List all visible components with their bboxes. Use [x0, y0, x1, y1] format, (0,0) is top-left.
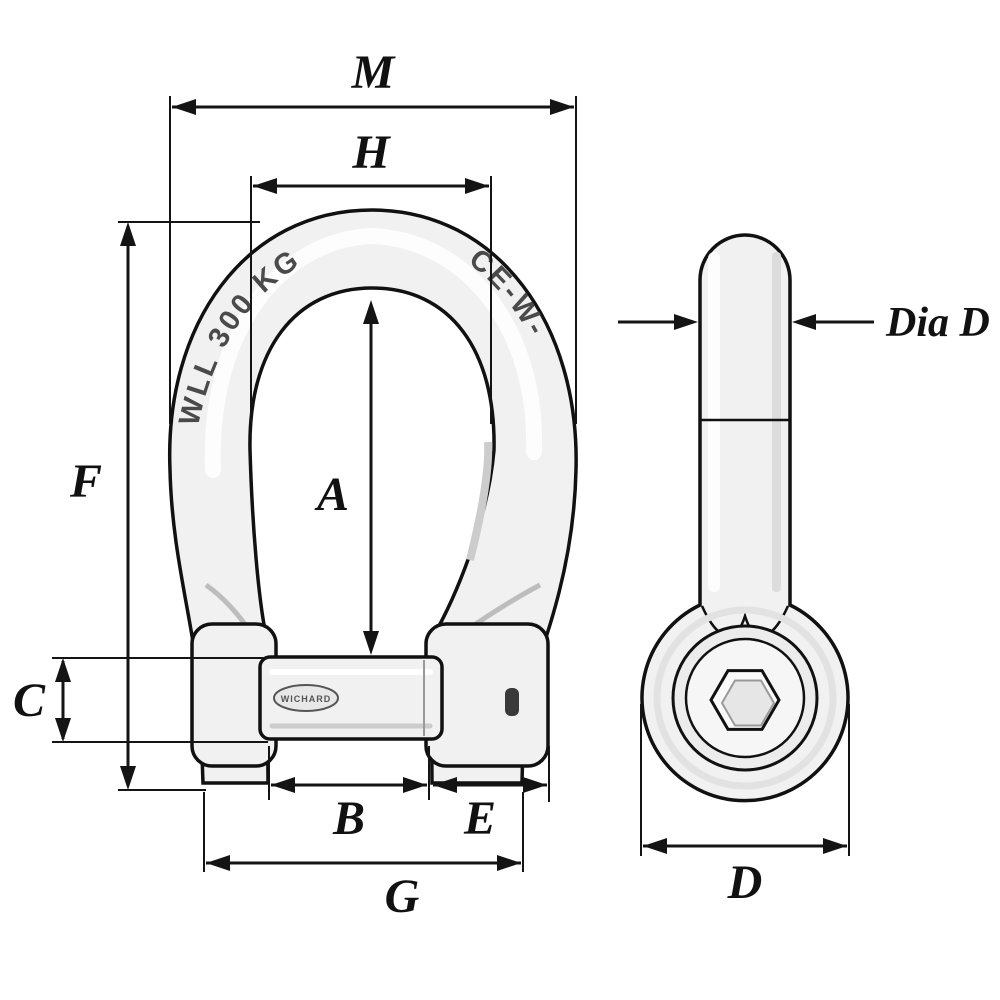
- dim-f-arrow-top: [120, 222, 136, 246]
- dim-label-f: F: [69, 455, 102, 508]
- dim-label-e: E: [463, 792, 496, 845]
- dimension-dia-d: Dia D: [618, 300, 990, 346]
- dim-d-arrow-left: [643, 838, 667, 854]
- hex-socket-slot: [505, 688, 519, 716]
- dim-m-arrow-left: [172, 99, 196, 115]
- dim-e-arrow-right: [523, 777, 547, 793]
- dim-label-b: B: [332, 792, 365, 845]
- bow-highlight: [204, 227, 543, 478]
- dim-c-arrow-top: [55, 658, 71, 682]
- dim-diad-arrow-left: [674, 314, 698, 330]
- dimension-f: F: [69, 221, 260, 791]
- dim-label-h: H: [351, 126, 391, 179]
- dim-h-arrow-left: [253, 178, 277, 194]
- dim-label-dia-d: Dia D: [885, 300, 990, 346]
- side-view: [640, 233, 850, 803]
- dim-label-g: G: [385, 870, 420, 923]
- dim-m-arrow-right: [550, 99, 574, 115]
- dimension-h: H: [250, 126, 492, 424]
- dim-c-arrow-bottom: [55, 718, 71, 742]
- brand-mark: WICHARD: [273, 684, 339, 712]
- dim-e-arrow-left: [433, 777, 457, 793]
- shaft-shadow: [772, 252, 781, 592]
- dim-g-arrow-left: [206, 855, 230, 871]
- dimension-b: B: [268, 746, 430, 845]
- eye-fillet-scallops: [700, 605, 790, 638]
- dim-diad-arrow-right: [792, 314, 816, 330]
- front-view: WLL 300 KG CE-W- WICHARD: [167, 208, 578, 785]
- dimension-e: E: [433, 746, 550, 845]
- dim-label-m: M: [351, 46, 397, 99]
- dimension-c: C: [13, 657, 268, 743]
- dim-a-arrow-top: [363, 300, 379, 324]
- eye-ring-shading: [653, 606, 837, 790]
- dim-b-arrow-right: [403, 777, 427, 793]
- dim-label-d: D: [727, 856, 763, 909]
- dim-d-arrow-right: [823, 838, 847, 854]
- dim-h-arrow-right: [465, 178, 489, 194]
- dim-a-arrow-bottom: [363, 631, 379, 655]
- pin-right-boss: [424, 622, 550, 768]
- shaft-highlight: [708, 252, 720, 592]
- dim-label-c: C: [13, 674, 46, 727]
- brand-mark-text: WICHARD: [281, 694, 332, 704]
- bow-inner-shadow: [466, 441, 493, 561]
- dimension-g: G: [203, 792, 524, 923]
- shackle-pin: [258, 655, 444, 741]
- dim-f-arrow-bottom: [120, 766, 136, 790]
- dim-b-arrow-left: [271, 777, 295, 793]
- dimension-a: A: [314, 300, 379, 655]
- hex-socket-depth: [720, 679, 776, 727]
- dim-label-a: A: [314, 468, 349, 521]
- dimension-d: D: [640, 704, 850, 909]
- dimension-m: M: [169, 46, 577, 424]
- dim-g-arrow-right: [497, 855, 521, 871]
